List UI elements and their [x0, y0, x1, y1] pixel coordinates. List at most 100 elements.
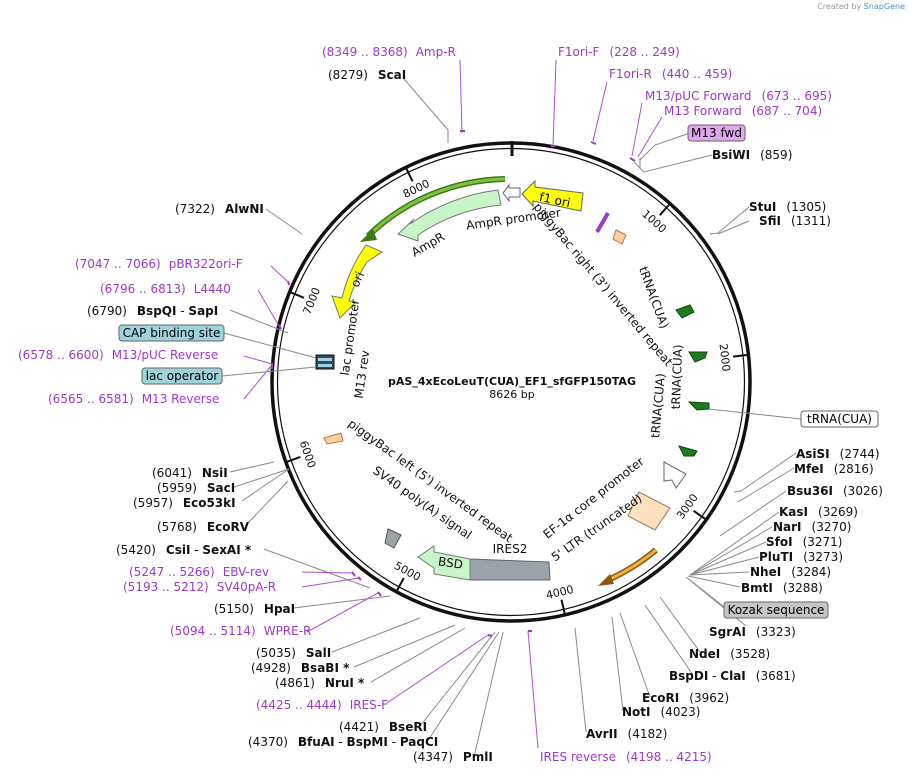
- scale-tick: [405, 167, 414, 182]
- scale-tick-label: 6000: [297, 439, 319, 470]
- plasmid-size: 8626 bp: [489, 388, 534, 401]
- primer-label: (6796 .. 6813)L4440: [100, 282, 231, 296]
- green-arc: [366, 177, 506, 238]
- scale-tick: [560, 599, 566, 615]
- enzyme-label: (5150)HpaI: [214, 602, 295, 616]
- primer-label: (6578 .. 6600)M13/pUC Reverse: [18, 348, 218, 362]
- cap-site-box: [118, 324, 225, 342]
- scale-tick-label: 1000: [639, 207, 669, 235]
- orange-arc-head: [598, 574, 614, 586]
- trna-label-3: tRNA(CUA): [648, 373, 668, 439]
- snapgene-brand: SnapGene: [863, 2, 905, 11]
- trna-callout-box: [800, 410, 879, 428]
- enzyme-label: (6790)BspQI - SapI: [87, 304, 218, 318]
- scale-tick-label: 4000: [545, 583, 575, 602]
- scale-tick-label: 5000: [392, 559, 423, 584]
- primer-label: (6565 .. 6581)M13 Reverse: [48, 392, 219, 406]
- enzyme-label: EcoRI(3962): [642, 691, 729, 705]
- f1-ori-label: f1 ori: [538, 190, 572, 210]
- trna-feature-4: [678, 445, 698, 457]
- enzyme-label: (5768)EcoRV: [157, 520, 250, 534]
- enzyme-label: (4861)NruI *: [275, 676, 365, 690]
- enzyme-label: BsiWI(859): [712, 148, 792, 162]
- m13-fwd-callout: M13 fwd: [691, 126, 742, 140]
- enzyme-label: Bsu36I(3026): [787, 484, 883, 498]
- piggybac-right-feature: [612, 229, 627, 245]
- enzyme-label: (4928)BsaBI *: [251, 661, 350, 675]
- enzyme-label: SgrAI(3323): [709, 625, 796, 639]
- primer-label: (5094 .. 5114)WPRE-R: [170, 624, 311, 638]
- enzyme-label: (4421)BseRI: [339, 720, 427, 734]
- m13-fwd-feature: [595, 211, 610, 234]
- green-arc-head: [360, 229, 377, 242]
- enzyme-label: KasI(3269): [779, 505, 858, 519]
- primer-label: M13/pUC Forward(673 .. 695): [645, 89, 832, 103]
- primer-label: F1ori-R(440 .. 459): [609, 67, 732, 81]
- snapgene-credit: Created by SnapGene: [817, 2, 905, 11]
- scale-tick-label: 3000: [674, 491, 701, 521]
- scale-tick-label: 2000: [717, 343, 733, 372]
- ampr-feature: [397, 189, 502, 242]
- enzyme-label: NotI(4023): [622, 705, 700, 719]
- kozak-callout: Kozak sequence: [728, 603, 825, 617]
- ires2-label: IRES2: [493, 542, 528, 556]
- enzyme-label: (5420)CsiI - SexAI *: [116, 543, 252, 557]
- bsd-label: BSD: [437, 554, 464, 571]
- enzyme-label: SfoI(3271): [766, 535, 842, 549]
- lac-operator-feature: [318, 364, 332, 367]
- enzyme-label: (4370)BfuAI - BspMI - PaqCI: [248, 735, 438, 749]
- piggybac-left-feature: [323, 432, 344, 445]
- scale-tick: [732, 353, 748, 358]
- ampr-promoter-feature: [502, 183, 521, 203]
- trna-feature-3: [687, 401, 710, 411]
- primer-label: M13 Forward(687 .. 704): [664, 104, 822, 118]
- cap-site-feature: [318, 358, 332, 361]
- enzyme-label: SfiI(1311): [759, 214, 831, 228]
- ori-label: ori: [348, 269, 367, 289]
- plasmid-name: pAS_4xEcoLeuT(CUA)_EF1_sfGFP150TAG: [388, 375, 636, 388]
- primer-label: IRES reverse(4198 .. 4215): [540, 750, 712, 764]
- primer-label: F1ori-F(228 .. 249): [558, 45, 680, 59]
- primer-label: (5193 .. 5212)SV40pA-R: [123, 580, 276, 594]
- kozak-box: [723, 601, 829, 619]
- scale-tick: [693, 510, 707, 521]
- enzyme-label: (8279)ScaI: [328, 68, 406, 82]
- enzyme-labels: (8279)ScaI BsiWI(859) StuI(1305) SfiI(13…: [87, 68, 883, 764]
- enzyme-label: BmtI(3288): [741, 581, 823, 595]
- m13-fwd-box: [687, 124, 746, 142]
- enzyme-label: (7322)AlwNI: [175, 202, 264, 216]
- piggybac-left-label: piggyBac left (5') inverted repeat: [345, 416, 515, 545]
- cap-site-callout: CAP binding site: [123, 326, 221, 340]
- m13-rev-label: M13 rev: [352, 349, 373, 399]
- ires2-feature: [469, 558, 551, 581]
- primer-leaders: [221, 59, 802, 749]
- enzyme-label: AsiSI(2744): [796, 447, 880, 461]
- enzyme-label: BspDI - ClaI(3681): [669, 669, 796, 683]
- ori-feature: [331, 244, 384, 319]
- trna-feature-1: [675, 304, 695, 319]
- scale-tick: [290, 291, 305, 299]
- primer-labels: (8349 .. 8368)Amp-R F1ori-F(228 .. 249) …: [18, 45, 832, 764]
- scale-tick-label: 7000: [301, 286, 324, 317]
- scale-tick: [659, 203, 671, 216]
- credit-text: Created by: [817, 2, 862, 11]
- primer-label: (7047 .. 7066)pBR322ori-F: [75, 257, 243, 271]
- enzyme-label: AvrII(4182): [586, 727, 667, 741]
- ef1a-promoter-feature: [663, 461, 687, 489]
- trna-feature-2: [688, 351, 708, 363]
- lac-operator-callout: lac operator: [146, 369, 219, 383]
- primer-marks: [271, 130, 636, 637]
- enzyme-label: (6041)NsiI: [152, 466, 228, 480]
- f1-ori-feature: [521, 179, 584, 212]
- ltr-feature: [627, 491, 671, 531]
- lac-operator-box: [141, 367, 223, 385]
- trna-label-2: tRNA(CUA): [669, 344, 685, 409]
- enzyme-label: PluTI(3273): [759, 550, 843, 564]
- callout-boxes: M13 fwd tRNA(CUA) Kozak sequence CAP bin…: [118, 124, 879, 619]
- enzyme-label: StuI(1305): [749, 200, 826, 214]
- enzyme-label: MfeI(2816): [794, 462, 874, 476]
- enzyme-label: (4347)PmlI: [413, 750, 493, 764]
- primer-label: (8349 .. 8368)Amp-R: [322, 45, 456, 59]
